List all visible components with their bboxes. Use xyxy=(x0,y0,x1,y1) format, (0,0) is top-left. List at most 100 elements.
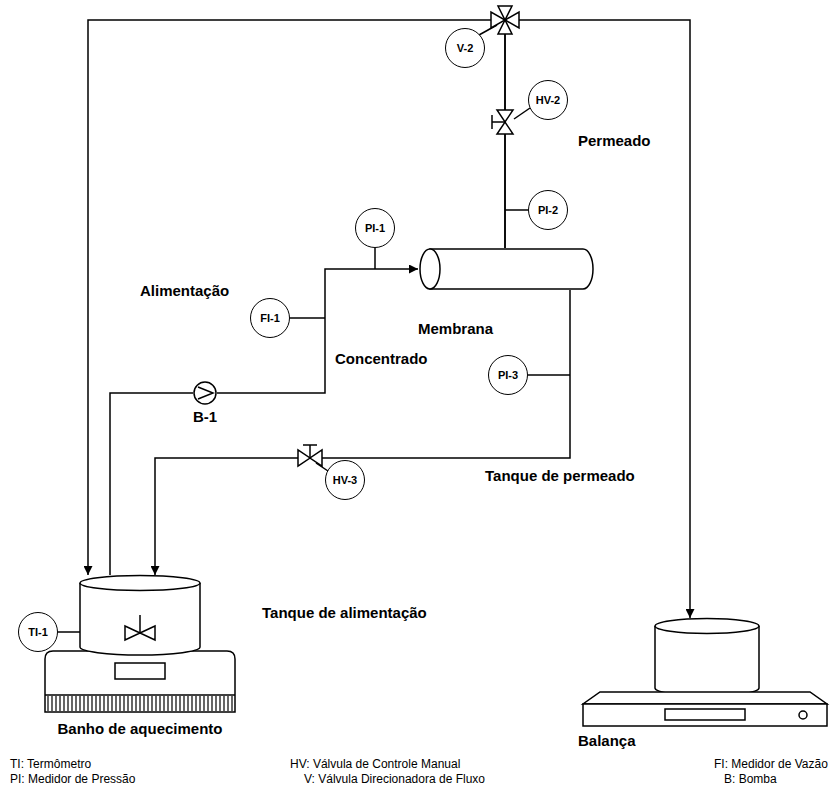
grill-stroke xyxy=(215,696,216,711)
shape-part xyxy=(583,692,827,704)
grill-stroke xyxy=(139,696,140,711)
shape-outline xyxy=(583,619,827,727)
grill-stroke xyxy=(87,696,88,711)
grill-stroke xyxy=(175,696,176,711)
instrument-tag: FI-1 xyxy=(260,313,280,324)
instrument-bubble: HV-2 xyxy=(528,80,568,120)
grill-stroke xyxy=(111,696,112,711)
manual-valve-symbol xyxy=(491,115,493,129)
grill-stroke xyxy=(219,696,220,711)
grill-stroke xyxy=(131,696,132,711)
node-label: Balança xyxy=(578,732,636,750)
shape-part xyxy=(80,576,200,591)
grill-stroke xyxy=(51,696,52,711)
instrument-bubble: PI-2 xyxy=(528,190,568,230)
three-way-valve-symbol xyxy=(498,6,512,20)
leader-line xyxy=(58,631,80,633)
grill-stroke xyxy=(91,696,92,711)
pump-symbol: B-1 xyxy=(193,381,217,405)
manual-valve-symbol xyxy=(492,121,505,123)
stream-label: Tanque de alimentação xyxy=(262,604,427,622)
leader-line xyxy=(528,374,570,376)
grill-stroke xyxy=(203,696,204,711)
grill-stroke xyxy=(151,696,152,711)
grill-stroke xyxy=(99,696,100,711)
shape-outline xyxy=(45,576,235,713)
shape-part xyxy=(80,583,200,655)
instrument-tag: TI-1 xyxy=(28,627,48,638)
grill-stroke xyxy=(207,696,208,711)
legend-note: B: Bomba xyxy=(724,772,777,786)
stream-label: Alimentação xyxy=(140,282,229,300)
grill-stroke xyxy=(67,696,68,711)
instrument-bubble: PI-1 xyxy=(355,208,395,248)
pump-symbol-outline xyxy=(193,381,217,405)
manual-valve-symbol xyxy=(310,450,322,466)
grill-stroke xyxy=(71,696,72,711)
instrument-tag: HV-2 xyxy=(536,95,560,106)
manual-valve-symbol xyxy=(497,110,513,122)
manual-valve-symbol xyxy=(497,122,513,134)
legend-note: HV: Válvula de Controle Manual xyxy=(290,757,460,771)
grill-stroke xyxy=(191,696,192,711)
leader-line xyxy=(505,209,528,211)
grill-stroke xyxy=(147,696,148,711)
shape-part xyxy=(45,651,235,712)
shape-part xyxy=(430,249,593,289)
process-line xyxy=(155,290,570,575)
grill-stroke xyxy=(107,696,108,711)
grill-stroke xyxy=(171,696,172,711)
grill-stroke xyxy=(83,696,84,711)
grill-stroke xyxy=(155,696,156,711)
grill-stroke xyxy=(167,696,168,711)
shape-part xyxy=(799,711,807,719)
instrument-bubble: HV-3 xyxy=(325,460,365,500)
stream-label: Tanque de permeado xyxy=(485,467,635,485)
membrane-module-outline xyxy=(418,248,595,290)
grill-stroke xyxy=(199,696,200,711)
grill-stroke xyxy=(135,696,136,711)
shape-part xyxy=(655,619,759,634)
grill-stroke xyxy=(223,696,224,711)
process-line xyxy=(217,269,418,393)
grill-stroke xyxy=(119,696,120,711)
legend-note: PI: Medidor de Pressão xyxy=(10,772,135,786)
grill-stroke xyxy=(59,696,60,711)
membrane-module: Membrana xyxy=(418,248,595,290)
balance-scale-outline xyxy=(575,618,830,728)
shape-part xyxy=(198,387,213,399)
grill-stroke xyxy=(163,696,164,711)
shape-outline xyxy=(420,249,593,289)
process-line xyxy=(88,20,505,575)
shape-part xyxy=(139,615,141,633)
grill-stroke xyxy=(159,696,160,711)
grill-stroke xyxy=(127,696,128,711)
three-way-valve-symbol xyxy=(491,6,519,34)
shape-part xyxy=(665,709,745,720)
instrument-bubble: PI-3 xyxy=(488,355,528,395)
leader-line xyxy=(374,248,376,269)
instrument-bubble: FI-1 xyxy=(250,298,290,338)
grill-stroke xyxy=(231,696,232,711)
manual-valve-symbol xyxy=(492,110,513,134)
grill-stroke xyxy=(47,696,48,711)
shape-part xyxy=(115,663,165,679)
grill-stroke xyxy=(123,696,124,711)
manual-valve-symbol xyxy=(309,445,311,458)
shape-part xyxy=(655,626,759,696)
stream-label: Permeado xyxy=(578,132,651,150)
shape-part xyxy=(125,626,155,640)
manual-valve-symbol xyxy=(298,445,322,466)
grill-stroke xyxy=(143,696,144,711)
shape-outline xyxy=(194,382,216,404)
grill-stroke xyxy=(227,696,228,711)
instrument-tag: PI-3 xyxy=(498,370,518,381)
leader-line xyxy=(514,108,530,119)
instrument-tag: V-2 xyxy=(457,43,474,54)
node-label: B-1 xyxy=(193,408,217,426)
process-line xyxy=(505,20,690,618)
manual-valve-symbol xyxy=(298,450,310,466)
heating-bath: Banho de aquecimento xyxy=(45,575,235,712)
legend-note: FI: Medidor de Vazão xyxy=(714,757,828,771)
instrument-tag: PI-2 xyxy=(538,205,558,216)
